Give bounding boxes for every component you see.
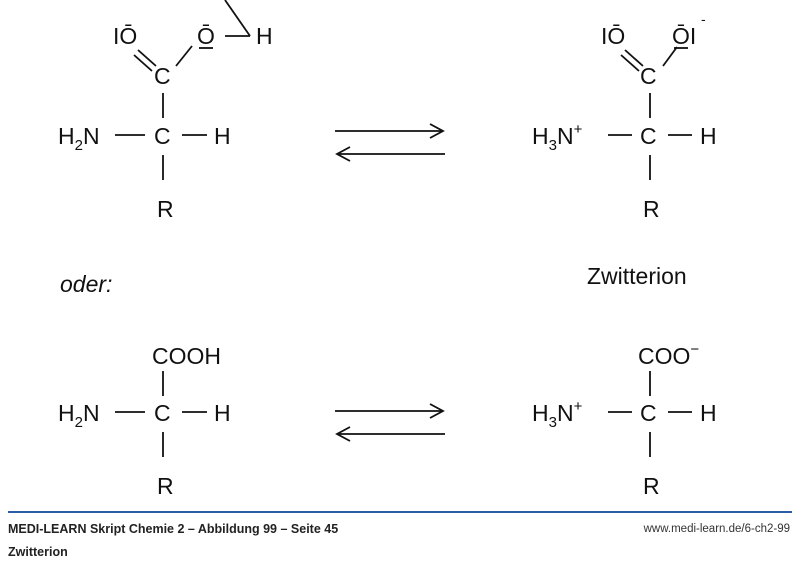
alpha-carbon: C [154,123,171,149]
side-chain: R [157,196,174,222]
carbonyl-oxygen: IŌ [601,23,625,49]
side-chain: R [643,196,660,222]
carboxylate-oxygen: ŌI [672,23,696,49]
carbonyl-oxygen: IŌ [113,23,137,49]
side-chain: R [157,473,174,499]
amino-group: H2N [58,123,100,154]
carboxyl-carbon: C [640,63,657,89]
alpha-carbon: C [154,400,171,426]
bond [175,45,193,67]
amino-acid-zwitterion-condensed: COO− H3N+ C H R [532,341,717,499]
carboxyl-carbon: C [154,63,171,89]
amino-group: H2N [58,400,100,431]
hydrogen: H [256,23,273,49]
zwitterion-label: Zwitterion [587,263,687,289]
ammonium-group: H3N+ [532,398,583,431]
footer-url[interactable]: www.medi-learn.de/6-ch2-99 [643,523,790,535]
oder-label: oder: [60,271,112,297]
equilibrium-arrows-top [335,123,445,162]
double-bond [137,49,157,67]
alpha-carbon: C [640,123,657,149]
zwitterion-diagram: IŌ Ō H C H2N C H R IŌ ŌI - C H3 [58,0,717,499]
alpha-hydrogen: H [214,400,231,426]
carboxyl-group: COOH [152,343,221,369]
alpha-hydrogen: H [700,400,717,426]
hydroxyl-oxygen: Ō [197,23,215,49]
footer-divider [8,511,792,513]
carboxylate-group: COO− [638,341,699,369]
equilibrium-arrows-bottom [335,403,445,442]
amino-acid-neutral-lewis: IŌ Ō H C H2N C H R [58,0,273,222]
side-chain: R [643,473,660,499]
amino-acid-neutral-condensed: COOH H2N C H R [58,343,231,499]
footer-title: MEDI-LEARN Skript Chemie 2 – Abbildung 9… [8,522,339,536]
alpha-hydrogen: H [214,123,231,149]
bond [224,0,251,37]
negative-charge: - [701,11,706,27]
ammonium-group: H3N+ [532,121,583,154]
double-bond [133,54,153,72]
alpha-hydrogen: H [700,123,717,149]
footer-caption: Zwitterion [8,545,68,559]
alpha-carbon: C [640,400,657,426]
amino-acid-zwitterion-lewis: IŌ ŌI - C H3N+ C H R [532,11,717,222]
